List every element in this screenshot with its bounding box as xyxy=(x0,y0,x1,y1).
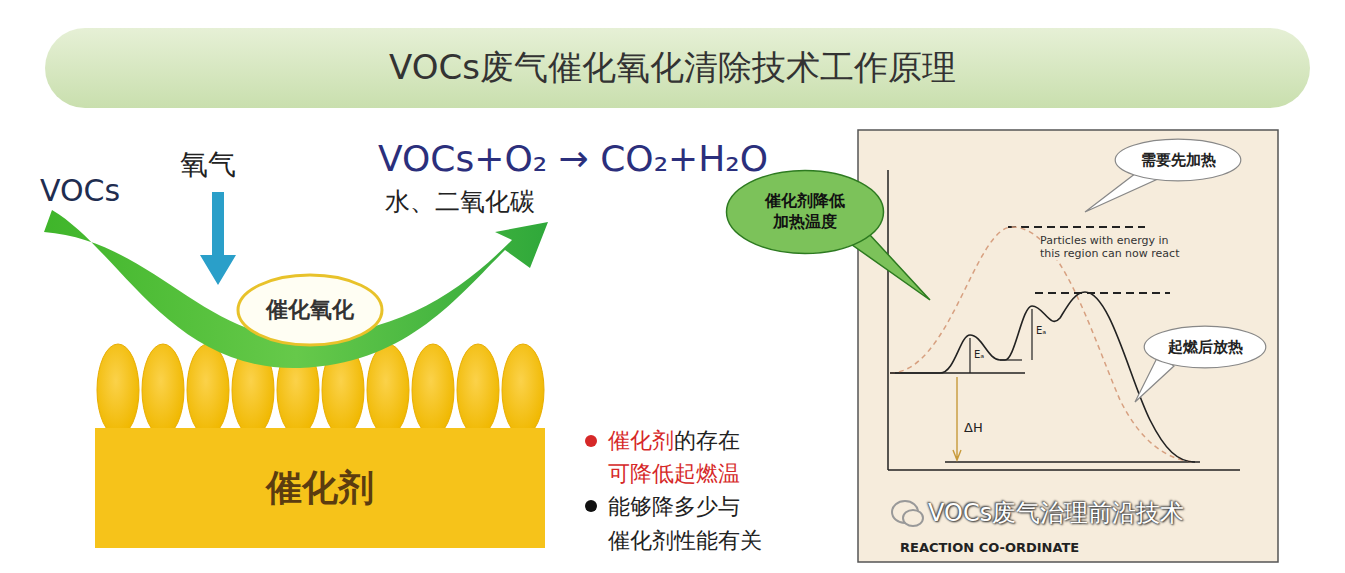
node-text: 起燃后放热 xyxy=(1168,338,1243,358)
label-text: Eₐ xyxy=(974,349,984,362)
label-text: ΔH xyxy=(964,420,983,436)
watermark-icon xyxy=(892,501,923,526)
intermediate-level xyxy=(1000,359,1022,360)
product-level xyxy=(945,461,1200,463)
energy-panel xyxy=(858,130,1278,562)
activation-marker xyxy=(1031,309,1032,360)
text-group: 催化剂降低 加热温度 xyxy=(760,191,850,233)
label-text: 氧气 xyxy=(180,147,236,182)
energy-threshold xyxy=(1008,226,1145,228)
process-ellipse: 催化氧化 xyxy=(235,272,385,348)
node-text: 需要先加热 xyxy=(1141,151,1216,171)
label-text: Eₐ xyxy=(1036,325,1046,338)
label-text: REACTION CO-ORDINATE xyxy=(900,540,1079,556)
catalysed-curve xyxy=(890,292,1195,462)
enthalpy-arrow xyxy=(953,377,961,460)
callout-bubble: 催化剂降低 加热温度 xyxy=(725,169,885,255)
label-text: Particles with energy in this region can… xyxy=(1040,234,1190,260)
text-group: 需要先加热 xyxy=(1141,150,1216,171)
label-text: VOCs+O₂ → CO₂+H₂O xyxy=(378,136,768,181)
text-group: 起燃后放热 xyxy=(1168,337,1243,358)
bullet-dot xyxy=(585,500,597,512)
label-text: VOCs废气治理前沿技术 xyxy=(928,498,1184,528)
node-text: 催化剂降低 加热温度 xyxy=(760,191,850,233)
catalyst-beads xyxy=(95,344,545,548)
node-text: 催化剂 xyxy=(266,465,374,512)
activation-marker xyxy=(969,338,970,373)
callout-bubble: 起燃后放热 xyxy=(1143,325,1267,369)
callout-bubble: 需要先加热 xyxy=(1114,138,1242,182)
label-text: 能够降多少与 催化剂性能有关 xyxy=(608,490,766,558)
catalyst-bar: 催化剂 xyxy=(95,428,545,548)
label-text: 的存在 xyxy=(674,427,740,455)
node-text: 催化氧化 xyxy=(266,296,354,325)
title-text: VOCs废气催化氧化清除技术工作原理 xyxy=(0,45,1345,91)
text-group: 催化剂 xyxy=(266,465,374,512)
label-text: VOCs xyxy=(40,172,120,210)
label-text: 水、二氧化碳 xyxy=(385,186,535,217)
x-axis xyxy=(888,469,1240,471)
label-text: 催化剂 xyxy=(608,427,674,455)
flow-arrow xyxy=(44,210,548,368)
text-group: 催化氧化 xyxy=(266,296,354,325)
label-text: 可降低起燃温 xyxy=(608,460,740,488)
energy-threshold xyxy=(1035,292,1170,294)
bullet-dot xyxy=(585,435,597,447)
y-axis xyxy=(887,170,889,470)
oxygen-arrow xyxy=(200,192,236,285)
